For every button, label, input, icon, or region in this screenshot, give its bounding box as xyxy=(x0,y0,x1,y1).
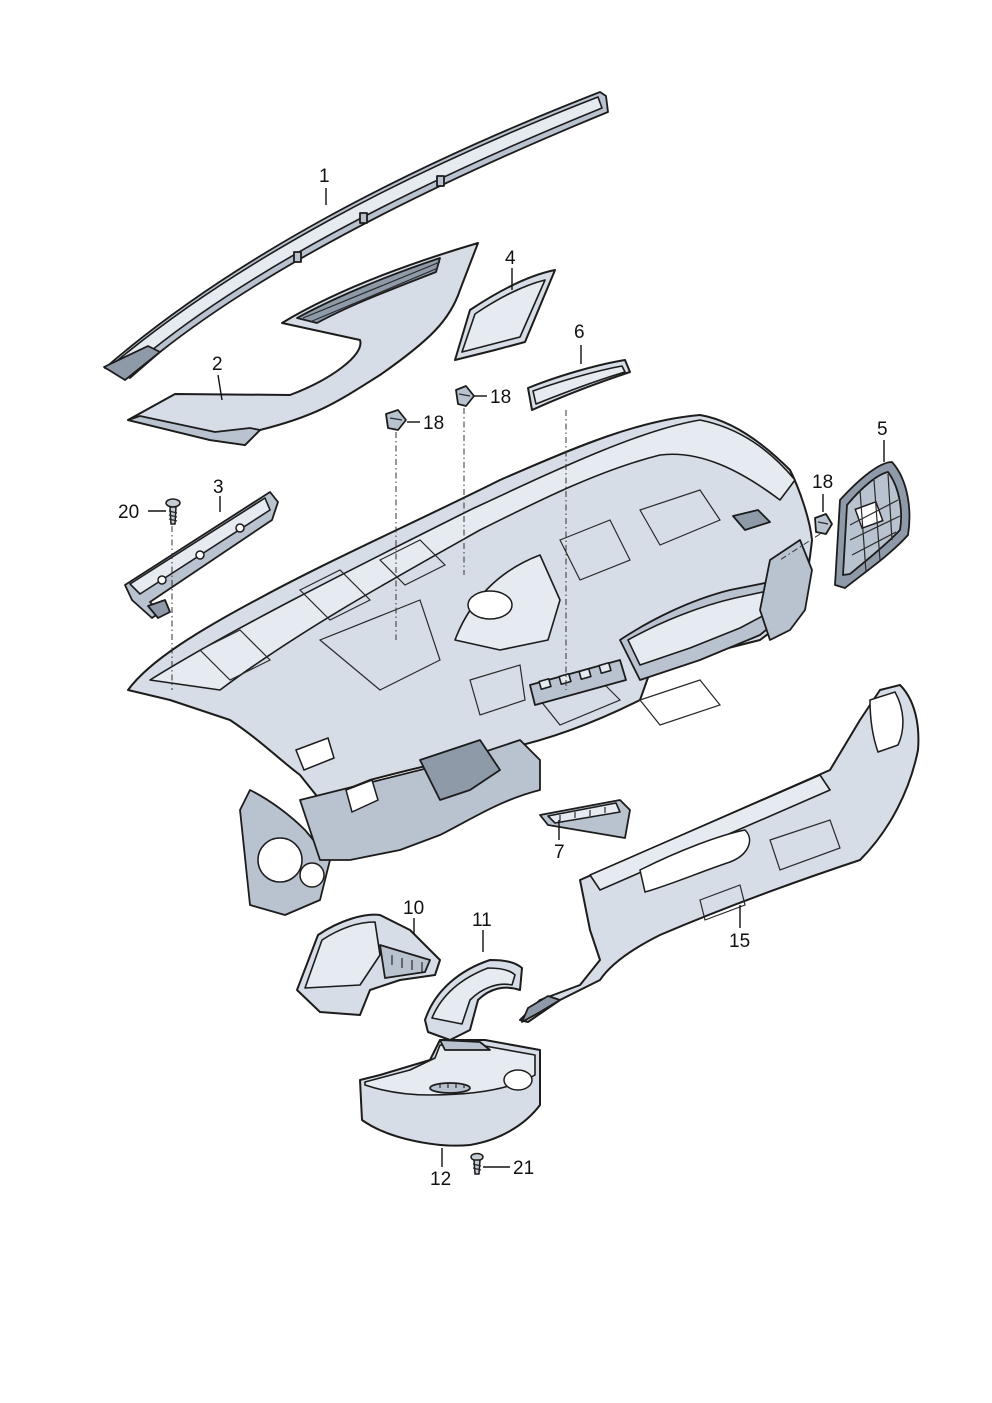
part-18-clip-middle xyxy=(455,385,475,407)
part-1-trim-strip xyxy=(103,91,609,381)
callout-18-middle: 18 xyxy=(490,387,511,408)
callout-5: 5 xyxy=(877,419,888,440)
part-18-clip-left xyxy=(385,409,407,431)
callout-18-left: 18 xyxy=(423,413,444,434)
callout-labels: 1 2 3 4 5 6 7 10 11 12 15 18 18 18 20 21 xyxy=(118,166,888,1190)
callout-15: 15 xyxy=(729,931,750,952)
part-12-lower-shroud xyxy=(359,1039,541,1147)
callout-1: 1 xyxy=(319,166,330,187)
part-15-lower-panel xyxy=(519,684,920,1023)
part-20-screw xyxy=(165,498,181,525)
part-7-small-trim xyxy=(539,799,631,839)
part-3-bracket xyxy=(124,491,279,619)
callout-20: 20 xyxy=(118,502,139,523)
leader-lines xyxy=(148,188,885,1168)
part-2-dash-top-cover xyxy=(127,242,479,446)
callout-7: 7 xyxy=(554,842,565,863)
part-21-screw xyxy=(470,1152,484,1175)
callout-12: 12 xyxy=(430,1169,451,1190)
callout-2: 2 xyxy=(212,354,223,375)
callout-18-right: 18 xyxy=(812,472,833,493)
assembly-dash-lines xyxy=(171,408,821,690)
part-10-column-shroud xyxy=(296,913,441,1016)
part-5-side-grille xyxy=(834,461,911,589)
callout-6: 6 xyxy=(574,322,585,343)
part-6-trim-panel xyxy=(527,359,631,411)
part-11-trim-ring xyxy=(424,959,523,1041)
callout-4: 4 xyxy=(505,248,516,269)
callout-11: 11 xyxy=(472,910,492,931)
callout-21: 21 xyxy=(513,1158,534,1179)
part-4-speaker-cover xyxy=(454,269,556,361)
part-18-clip-right xyxy=(814,513,833,535)
callout-10: 10 xyxy=(403,898,424,919)
callout-3: 3 xyxy=(213,477,224,498)
dashboard-carrier xyxy=(127,414,813,916)
